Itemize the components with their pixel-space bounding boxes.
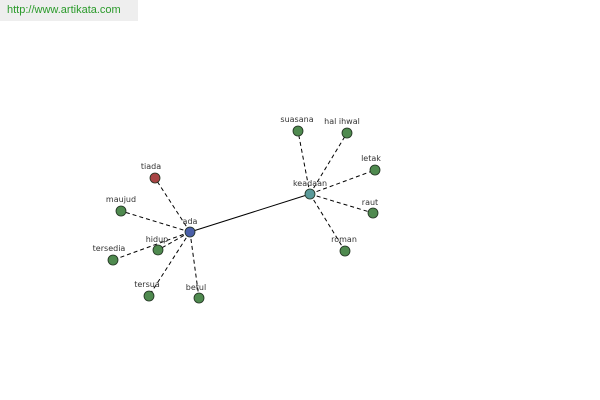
nodes-layer: ada keadaan tiada maujud hidup tersedia tersua…	[93, 115, 381, 304]
node-label-letak: letak	[361, 154, 381, 163]
node-label-keadaan: keadaan	[293, 179, 327, 188]
node-circle-suasana[interactable]	[292, 125, 304, 137]
node-keadaan[interactable]: keadaan	[293, 179, 327, 200]
node-circle-raut[interactable]	[367, 207, 379, 219]
node-circle-tersedia[interactable]	[107, 254, 119, 266]
node-label-ada: ada	[183, 217, 198, 226]
node-label-betul: betul	[186, 283, 206, 292]
node-circle-keadaan[interactable]	[304, 188, 316, 200]
node-circle-tiada[interactable]	[149, 172, 161, 184]
edge-keadaan-raut	[309, 193, 374, 214]
edge-keadaan-hal-ihwal	[309, 132, 348, 195]
node-label-tiada: tiada	[141, 162, 161, 171]
edge-ada-tersua	[148, 231, 191, 297]
edge-ada-maujud	[120, 210, 191, 233]
node-label-tersua: tersua	[134, 280, 160, 289]
node-circle-hidup[interactable]	[152, 244, 164, 256]
node-hal-ihwal[interactable]: hal ihwal	[324, 117, 360, 139]
node-letak[interactable]: letak	[361, 154, 381, 176]
node-label-maujud: maujud	[106, 195, 136, 204]
node-label-raut: raut	[362, 198, 378, 207]
node-circle-letak[interactable]	[369, 164, 381, 176]
edge-ada-hidup	[157, 231, 191, 251]
edge-keadaan-suasana	[297, 130, 311, 195]
node-label-hal-ihwal: hal ihwal	[324, 117, 360, 126]
node-ada[interactable]: ada	[183, 217, 198, 238]
node-roman[interactable]: roman	[331, 235, 357, 257]
node-label-suasana: suasana	[280, 115, 313, 124]
node-hidup[interactable]: hidup	[146, 235, 169, 256]
node-circle-tersua[interactable]	[143, 290, 155, 302]
node-maujud[interactable]: maujud	[106, 195, 136, 217]
node-label-hidup: hidup	[146, 235, 169, 244]
edges-layer	[112, 130, 376, 299]
node-circle-roman[interactable]	[339, 245, 351, 257]
edge-keadaan-letak	[309, 169, 376, 195]
node-circle-maujud[interactable]	[115, 205, 127, 217]
edge-ada-keadaan	[189, 193, 311, 233]
site-watermark: http://www.artikata.com	[0, 0, 138, 21]
node-tersedia[interactable]: tersedia	[93, 244, 126, 266]
node-betul[interactable]: betul	[186, 283, 206, 304]
node-raut[interactable]: raut	[362, 198, 379, 219]
node-circle-ada[interactable]	[184, 226, 196, 238]
edge-ada-tiada	[154, 177, 191, 233]
node-label-roman: roman	[331, 235, 357, 244]
node-tersua[interactable]: tersua	[134, 280, 160, 302]
node-tiada[interactable]: tiada	[141, 162, 161, 184]
node-suasana[interactable]: suasana	[280, 115, 314, 137]
node-circle-betul[interactable]	[193, 292, 205, 304]
node-label-tersedia: tersedia	[93, 244, 126, 253]
node-circle-hal-ihwal[interactable]	[341, 127, 353, 139]
